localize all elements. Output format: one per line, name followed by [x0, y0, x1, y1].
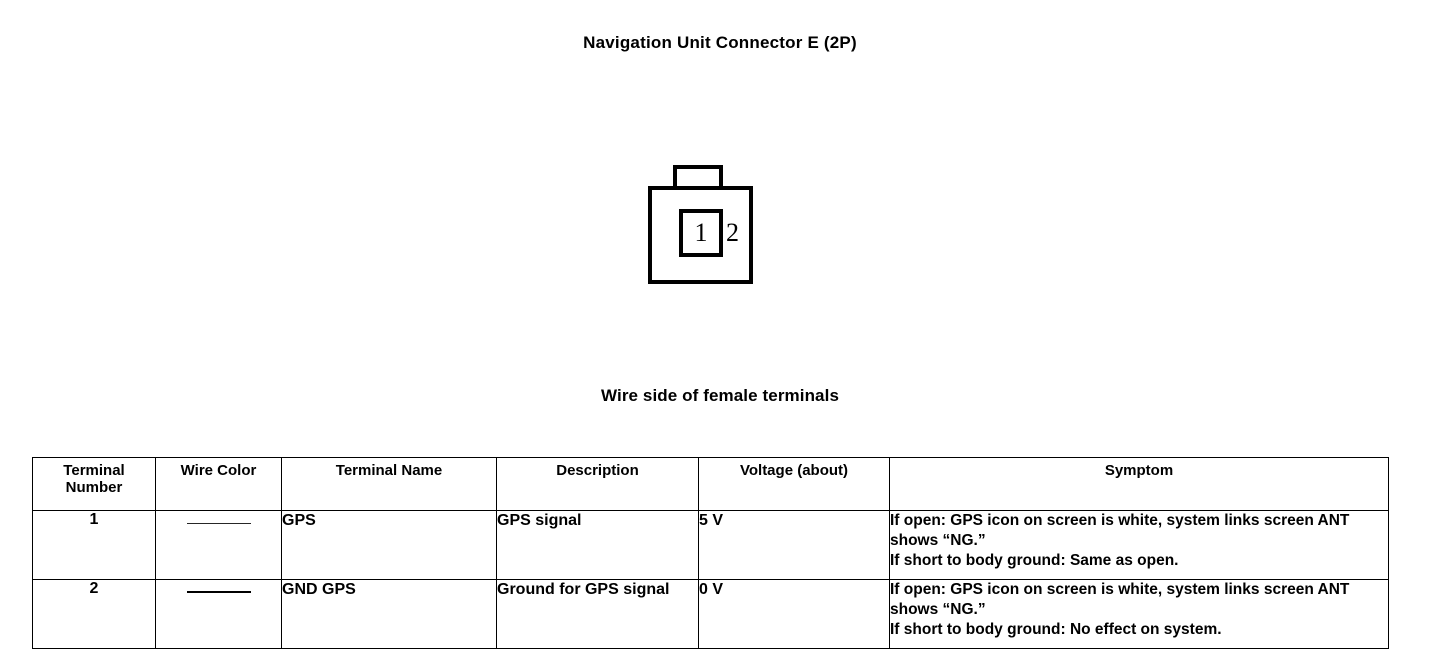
cell-wire-color — [155, 579, 282, 649]
table-header-row: Terminal Number Wire Color Terminal Name… — [32, 457, 1389, 511]
cell-description: GPS signal — [496, 510, 699, 580]
column-header-terminal-number-line2: Number — [65, 479, 123, 496]
connector-body-outline — [648, 186, 753, 284]
cell-symptom: If open: GPS icon on screen is white, sy… — [889, 579, 1389, 649]
connector-locking-tab-icon — [673, 165, 723, 187]
cell-terminal-name: GPS — [281, 510, 497, 580]
connector-diagram: 1 2 — [648, 165, 758, 290]
column-header-terminal-number-line1: Terminal — [63, 462, 125, 479]
cell-description: Ground for GPS signal — [496, 579, 699, 649]
terminal-table-container: Terminal Number Wire Color Terminal Name… — [32, 457, 1389, 649]
column-header-description: Description — [496, 457, 699, 511]
column-header-terminal-number: Terminal Number — [32, 457, 156, 511]
cell-voltage: 5 V — [698, 510, 890, 580]
diagram-caption: Wire side of female terminals — [601, 386, 839, 405]
page-title: Navigation Unit Connector E (2P) — [583, 33, 857, 52]
column-header-symptom: Symptom — [889, 457, 1389, 511]
cell-symptom: If open: GPS icon on screen is white, sy… — [889, 510, 1389, 580]
cell-voltage: 0 V — [698, 579, 890, 649]
terminal-cavity-1-label: 1 — [694, 218, 708, 247]
cell-terminal-name: GND GPS — [281, 579, 497, 649]
terminal-cavity-1-outline — [679, 209, 723, 257]
cell-terminal-number: 1 — [32, 510, 156, 580]
wire-color-dash-icon — [186, 523, 251, 524]
terminal-cavity-2-label: 2 — [726, 218, 739, 247]
column-header-wire-color: Wire Color — [155, 457, 282, 511]
terminal-table: Terminal Number Wire Color Terminal Name… — [32, 457, 1389, 649]
table-row: 2 GND GPS Ground for GPS signal 0 V If o… — [32, 579, 1389, 649]
column-header-voltage: Voltage (about) — [698, 457, 890, 511]
table-row: 1 GPS GPS signal 5 V If open: GPS icon o… — [32, 510, 1389, 580]
wire-color-dash-icon — [186, 591, 251, 593]
column-header-terminal-name: Terminal Name — [281, 457, 497, 511]
cell-wire-color — [155, 510, 282, 580]
cell-terminal-number: 2 — [32, 579, 156, 649]
